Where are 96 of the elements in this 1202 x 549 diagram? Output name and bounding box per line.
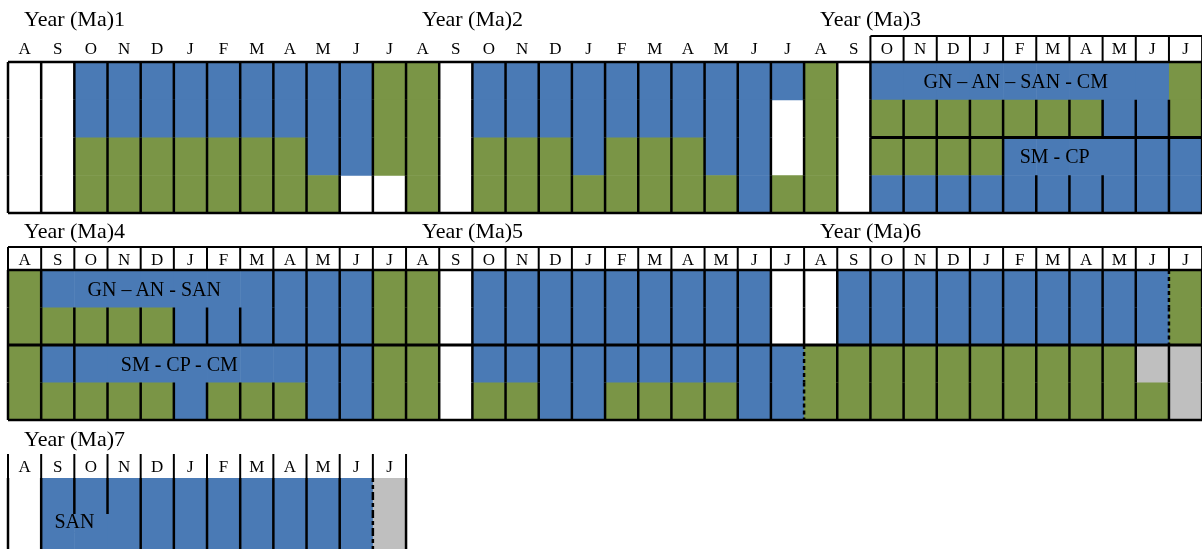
year-heading: Year (Ma)2	[422, 8, 524, 30]
month-label: A	[681, 251, 695, 268]
month-label: J	[386, 251, 393, 268]
month-label: M	[315, 251, 331, 268]
year-heading: Year (Ma)3	[820, 8, 922, 30]
month-label: J	[983, 251, 990, 268]
month-label: J	[585, 251, 592, 268]
month-label: A	[283, 40, 297, 57]
month-label: J	[751, 251, 758, 268]
month-label: J	[352, 251, 360, 268]
month-label: A	[18, 251, 31, 268]
month-label: J	[386, 40, 393, 57]
month-label: M	[249, 458, 265, 475]
month-label: F	[1014, 251, 1025, 268]
month-label: J	[187, 458, 194, 475]
month-label: M	[249, 40, 265, 57]
month-label: M	[1045, 251, 1061, 268]
year-heading: Year (Ma)4	[24, 220, 126, 242]
month-label: M	[315, 458, 331, 475]
month-label: J	[187, 251, 194, 268]
month-label: F	[218, 458, 229, 475]
month-label: J	[983, 40, 990, 57]
crop-sequence-label: GN – AN - SAN	[87, 278, 221, 299]
month-label: J	[352, 40, 360, 57]
month-label: N	[117, 40, 131, 57]
month-label: M	[249, 251, 265, 268]
month-label: J	[386, 458, 393, 475]
month-label: N	[516, 40, 529, 57]
year-heading: Year (Ma)6	[820, 220, 922, 242]
month-label: A	[18, 40, 31, 57]
month-label: O	[482, 40, 496, 57]
month-label: A	[416, 40, 429, 57]
crop-sequence-label: SM - CP	[1019, 146, 1090, 167]
month-label: N	[117, 251, 131, 268]
month-label: A	[1079, 40, 1093, 57]
month-label: F	[616, 40, 627, 57]
month-label: O	[482, 251, 496, 268]
month-label: M	[647, 40, 663, 57]
month-label: A	[416, 251, 429, 268]
year-heading: Year (Ma)5	[422, 220, 524, 242]
month-label: S	[53, 458, 63, 475]
month-label: J	[784, 40, 791, 57]
month-label: J	[784, 251, 791, 268]
month-label: D	[549, 40, 562, 57]
month-label: F	[1014, 40, 1025, 57]
month-label: S	[53, 251, 63, 268]
month-label: D	[151, 458, 164, 475]
month-label: F	[218, 40, 229, 57]
crop-sequence-label: SAN	[54, 511, 95, 532]
month-label: A	[283, 458, 297, 475]
month-label: S	[849, 40, 859, 57]
month-label: A	[283, 251, 297, 268]
month-label: A	[814, 251, 827, 268]
month-label: S	[849, 251, 859, 268]
month-label: O	[880, 251, 894, 268]
month-label: N	[914, 251, 927, 268]
month-label: M	[713, 251, 729, 268]
month-label: J	[585, 40, 592, 57]
month-label: M	[647, 251, 663, 268]
crop-sequence-label: SM - CP - CM	[120, 353, 238, 374]
month-label: D	[947, 251, 960, 268]
month-label: A	[18, 458, 31, 475]
month-label: J	[1149, 251, 1156, 268]
month-label: F	[616, 251, 627, 268]
month-label: S	[451, 251, 461, 268]
month-label: O	[84, 40, 98, 57]
month-label: D	[947, 40, 960, 57]
month-label: J	[751, 40, 758, 57]
month-label: A	[814, 40, 827, 57]
month-label: N	[117, 458, 131, 475]
month-label: M	[1045, 40, 1061, 57]
month-label: J	[1182, 40, 1189, 57]
month-label: D	[151, 40, 164, 57]
month-label: M	[1111, 251, 1127, 268]
month-label: M	[1111, 40, 1127, 57]
month-label: D	[151, 251, 164, 268]
month-label: A	[1079, 251, 1093, 268]
month-label: M	[315, 40, 331, 57]
month-label: O	[880, 40, 894, 57]
month-label: J	[1182, 251, 1189, 268]
month-label: N	[516, 251, 529, 268]
month-label: J	[1149, 40, 1156, 57]
month-label: O	[84, 251, 98, 268]
month-label: D	[549, 251, 562, 268]
month-label: N	[914, 40, 927, 57]
month-label: F	[218, 251, 229, 268]
month-label: J	[187, 40, 194, 57]
year-heading: Year (Ma)7	[24, 428, 126, 450]
month-label: S	[53, 40, 63, 57]
month-label: A	[681, 40, 695, 57]
month-label: M	[713, 40, 729, 57]
month-label: J	[352, 458, 360, 475]
year-heading: Year (Ma)1	[24, 8, 126, 30]
crop-sequence-label: GN – AN – SAN - CM	[923, 70, 1108, 91]
month-label: O	[84, 458, 98, 475]
month-label: S	[451, 40, 461, 57]
